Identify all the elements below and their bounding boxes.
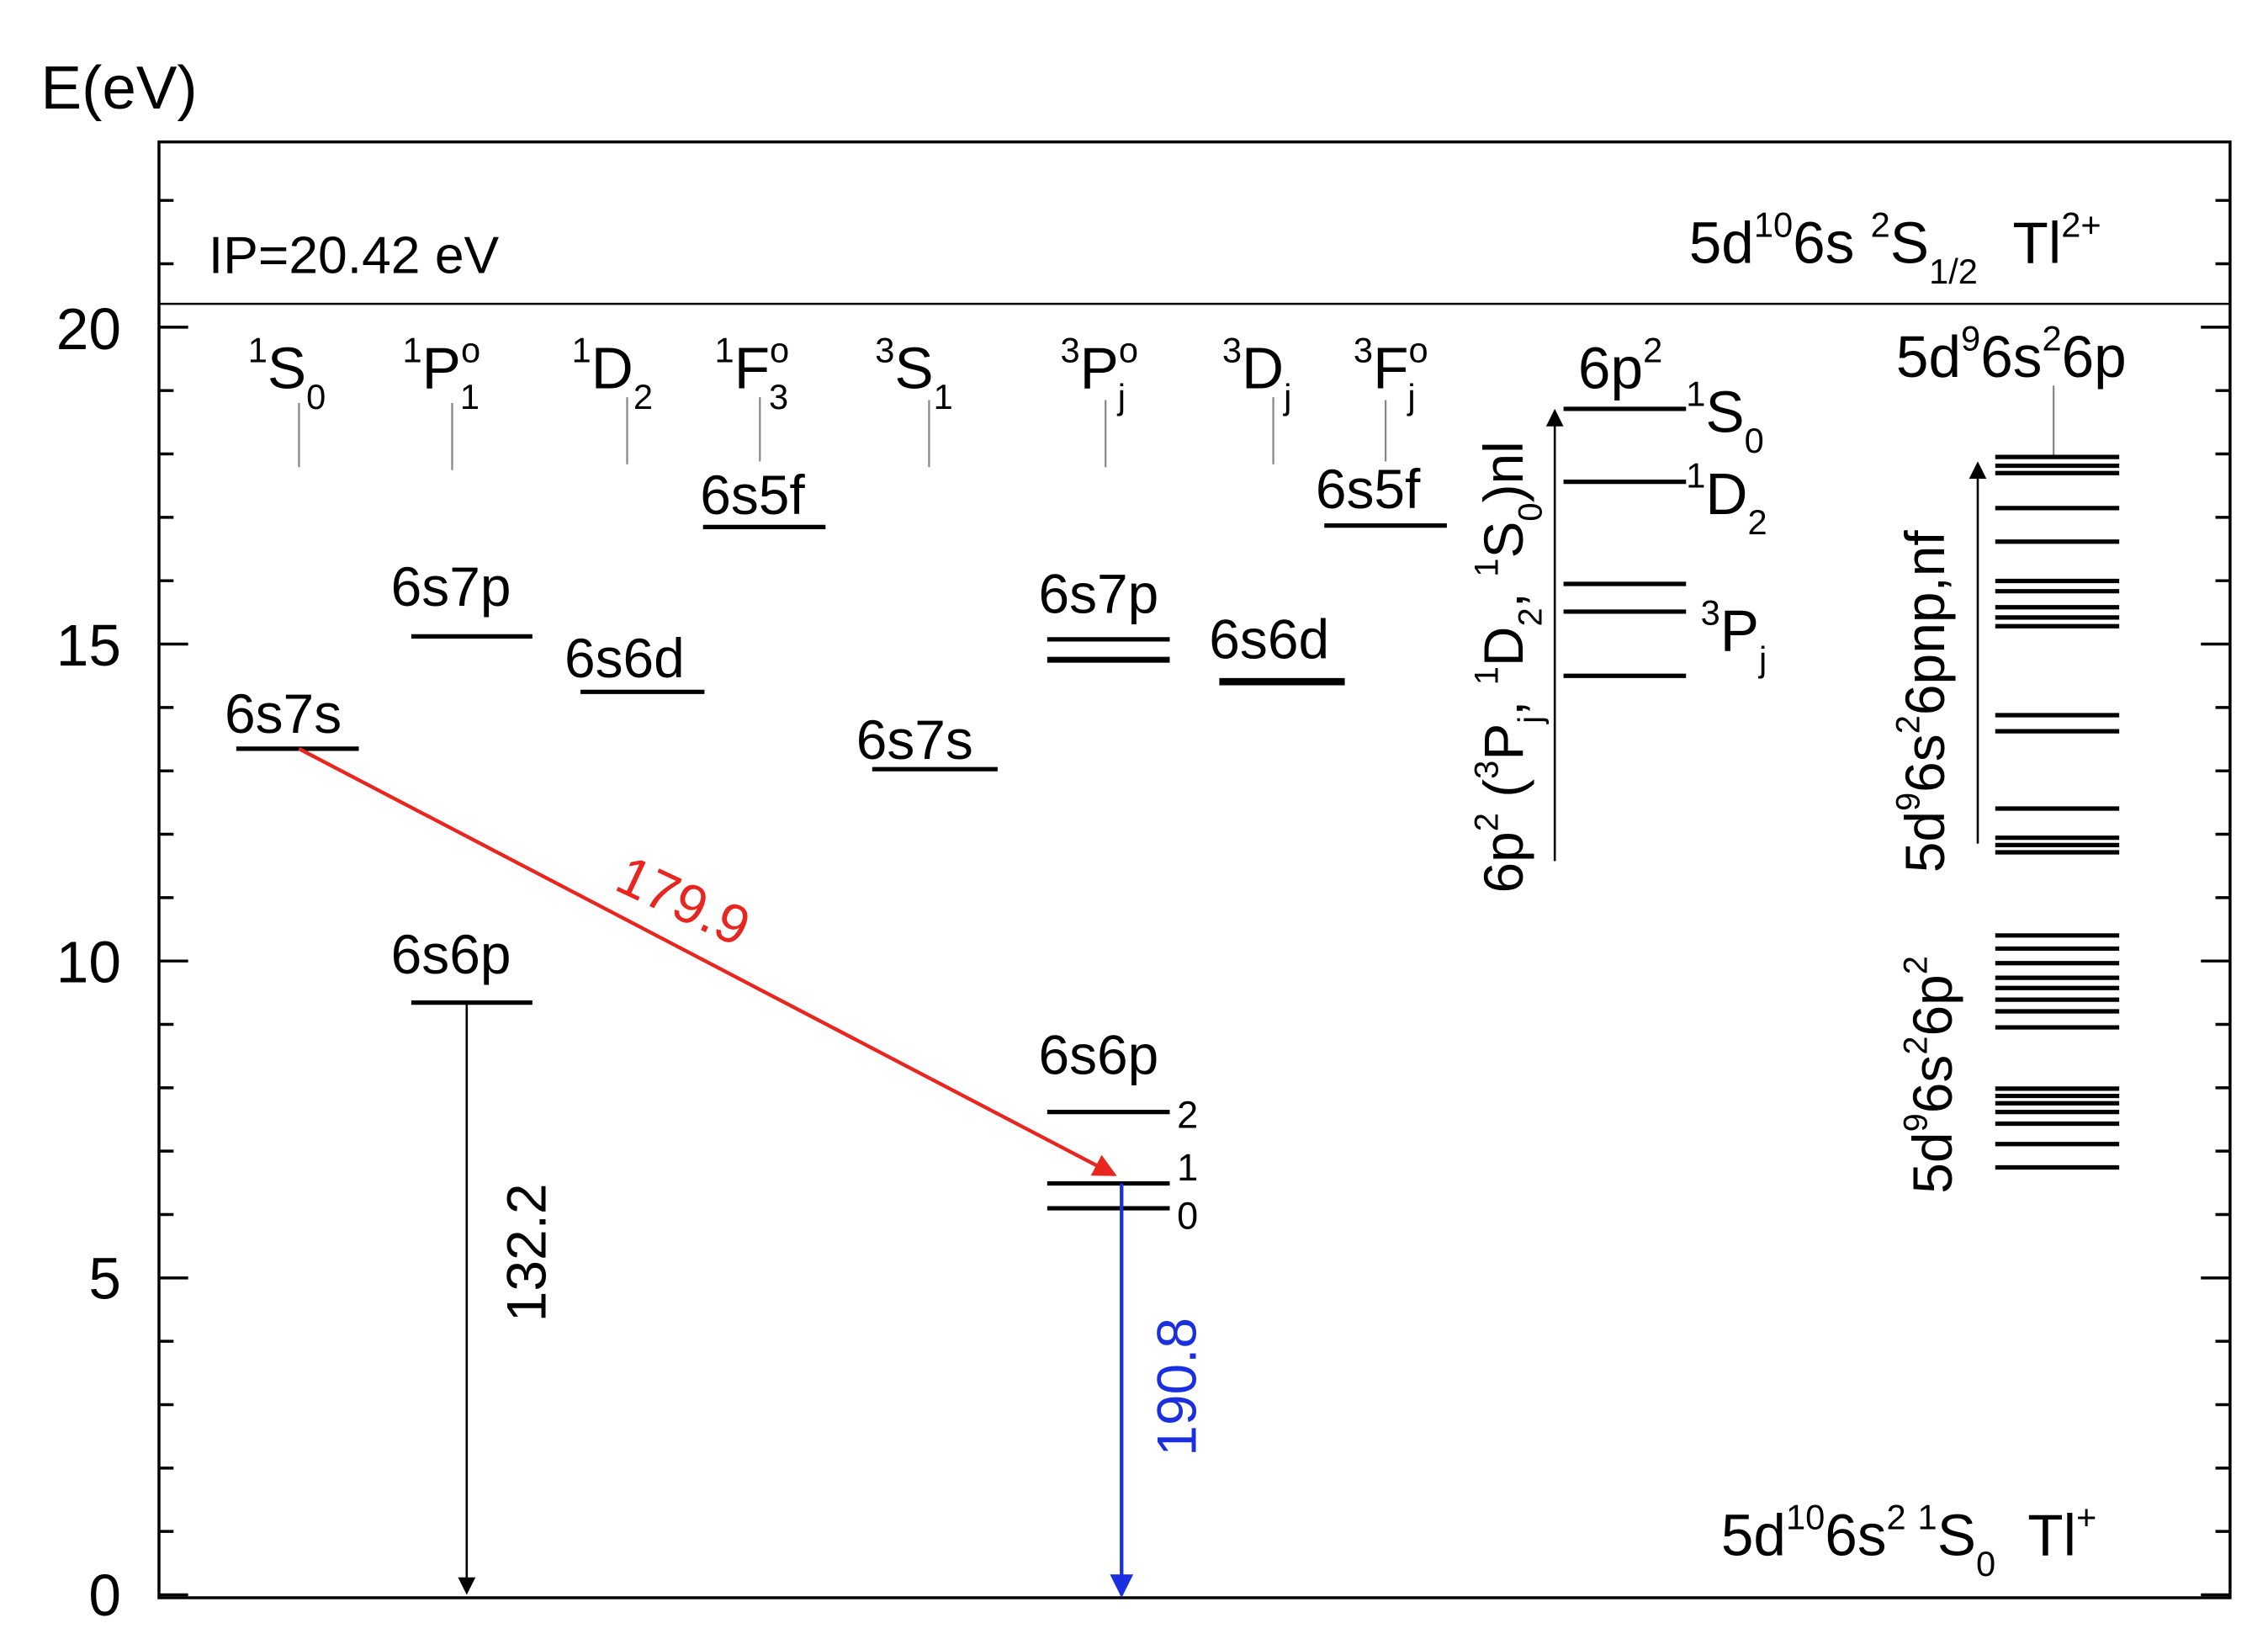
tick-label-10: 10 xyxy=(56,929,121,995)
level-label-6s6p-1P1: 6s6p xyxy=(391,923,511,985)
transition-arrow-179-9 xyxy=(298,746,1117,1177)
level-label-6s5f-1F3: 6s5f xyxy=(700,464,805,526)
column-header-1S0: 1S0 xyxy=(248,330,326,416)
column-header-3Dj: 3Dj xyxy=(1222,330,1291,416)
level-label-6s5f-3F: 6s5f xyxy=(1316,458,1421,520)
level-label-6s7p-1P1: 6s7p xyxy=(391,555,511,618)
j-label-2: 2 xyxy=(1177,1094,1198,1137)
j-label-0: 0 xyxy=(1177,1194,1198,1237)
core-excited-series-upper-label: 5d96s26pnp,nf xyxy=(1890,530,1956,873)
transition-label-132-2: 132.2 xyxy=(495,1183,557,1322)
y-axis-label: E(eV) xyxy=(41,54,198,122)
level-label-6s7s-1S0: 6s7s xyxy=(225,682,342,745)
transition-label-179-9: 179.9 xyxy=(607,843,760,958)
column-header-1D2: 1D2 xyxy=(572,330,653,416)
level-label-6s7p-3P: 6s7p xyxy=(1038,563,1158,625)
level-label-6s6d-1D2: 6s6d xyxy=(564,627,685,689)
six-p2-term-1D2: 1D2 xyxy=(1686,456,1767,542)
plot-frame xyxy=(157,140,2232,1599)
six-p2-term-1S0: 1S0 xyxy=(1686,374,1764,459)
column-header-3S1: 3S1 xyxy=(875,330,953,416)
j-label-1: 1 xyxy=(1177,1146,1198,1189)
tick-label-15: 15 xyxy=(56,613,121,678)
tick-label-0: 0 xyxy=(88,1562,121,1628)
tick-label-5: 5 xyxy=(88,1246,121,1312)
ip-label: IP=20.42 eV xyxy=(209,227,500,285)
axis-ticks xyxy=(158,199,2230,1597)
six-p2-series-label: 6p2 (3Pj, 1D2, 1S0)nl xyxy=(1469,441,1550,893)
header-connectors xyxy=(298,385,2055,470)
level-label-6s7s-3S1: 6s7s xyxy=(856,708,973,771)
transition-label-190-8: 190.8 xyxy=(1146,1318,1208,1456)
tick-label-20: 20 xyxy=(56,296,121,362)
core-excited-levels xyxy=(1995,454,2120,1170)
level-label-6s6d-3D: 6s6d xyxy=(1209,607,1329,670)
six-p2-config-label: 6p2 xyxy=(1578,330,1662,400)
six-p2-term-3Pj: 3Pj xyxy=(1701,593,1767,679)
core-excited-top-label: 5d96s26p xyxy=(1896,319,2127,390)
level-label-6s6p-3P: 6s6p xyxy=(1038,1024,1158,1086)
core-excited-series-lower-label: 5d96s26p2 xyxy=(1897,956,1963,1194)
